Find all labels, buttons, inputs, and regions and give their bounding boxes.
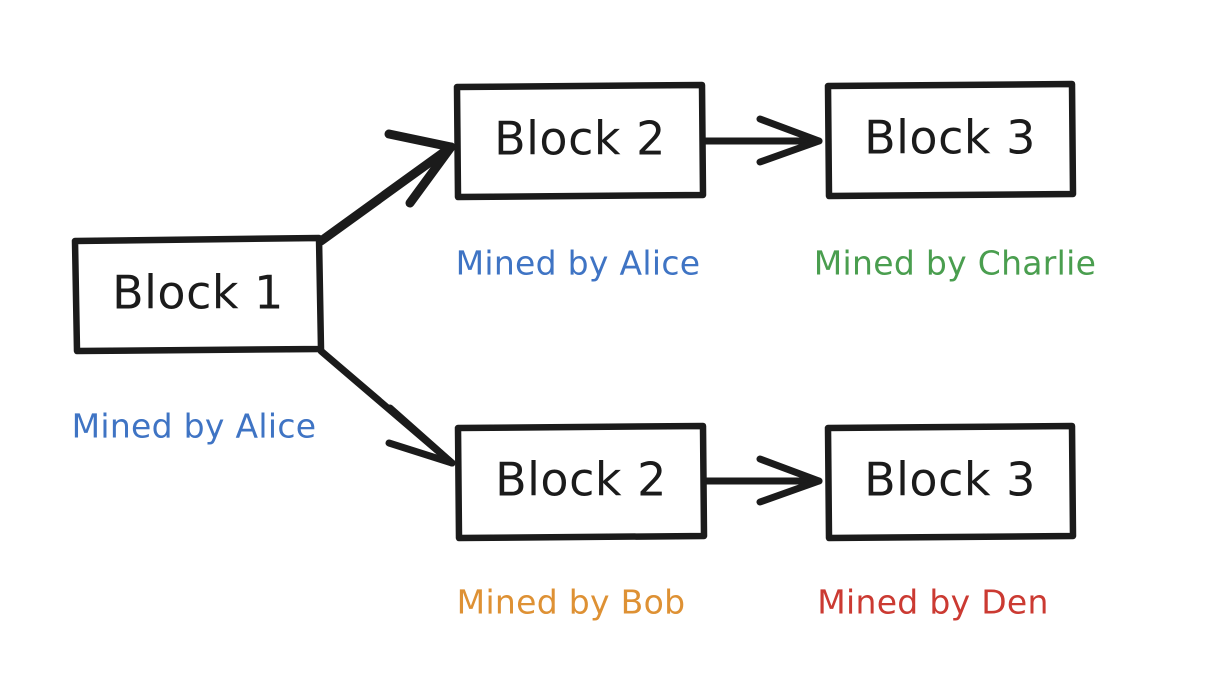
- block2-top-miner-label: Mined by Alice: [456, 244, 701, 283]
- block-node-block3-top[interactable]: Block 3: [824, 80, 1077, 200]
- arrowhead-upper-wing: [756, 115, 823, 145]
- block3-top-miner-label: Mined by Charlie: [814, 244, 1096, 283]
- arrowhead-upper-wing: [386, 404, 456, 467]
- block3-bot-label: Block 3: [864, 453, 1036, 507]
- edge-line: [316, 142, 456, 246]
- edge-block1-to-block2-bot[interactable]: [317, 347, 456, 467]
- block2-bot-box: [454, 422, 708, 542]
- block1-label: Block 1: [112, 266, 284, 320]
- arrowhead-lower-wing: [405, 142, 456, 208]
- block2-top-label: Block 2: [494, 112, 666, 166]
- edge-block2-to-block3-top[interactable]: [699, 115, 823, 166]
- block3-top-box: [824, 80, 1077, 200]
- block2-bot-label: Block 2: [495, 453, 667, 507]
- edge-block1-to-block2-top[interactable]: [316, 129, 456, 246]
- block3-bot-box: [824, 422, 1077, 542]
- block3-top-label: Block 3: [864, 111, 1036, 165]
- arrowhead-lower-wing: [756, 477, 823, 506]
- arrowhead-lower-wing: [756, 137, 823, 166]
- arrowhead-upper-wing: [384, 129, 456, 152]
- block-node-block1[interactable]: Block 1: [71, 234, 325, 355]
- block3-bot-miner-label: Mined by Den: [817, 583, 1049, 622]
- edge-block2-to-block3-bot[interactable]: [699, 455, 823, 506]
- block2-bot-miner-label: Mined by Bob: [457, 583, 686, 622]
- block2-top-box: [453, 81, 707, 201]
- block1-miner-label: Mined by Alice: [72, 407, 317, 446]
- block-node-block2-bot[interactable]: Block 2: [454, 422, 708, 542]
- block-node-block3-bot[interactable]: Block 3: [824, 422, 1077, 542]
- block1-box: [71, 234, 325, 355]
- arrowhead-lower-wing: [385, 439, 456, 467]
- arrowhead-upper-wing: [756, 455, 823, 485]
- block-node-block2-top[interactable]: Block 2: [453, 81, 707, 201]
